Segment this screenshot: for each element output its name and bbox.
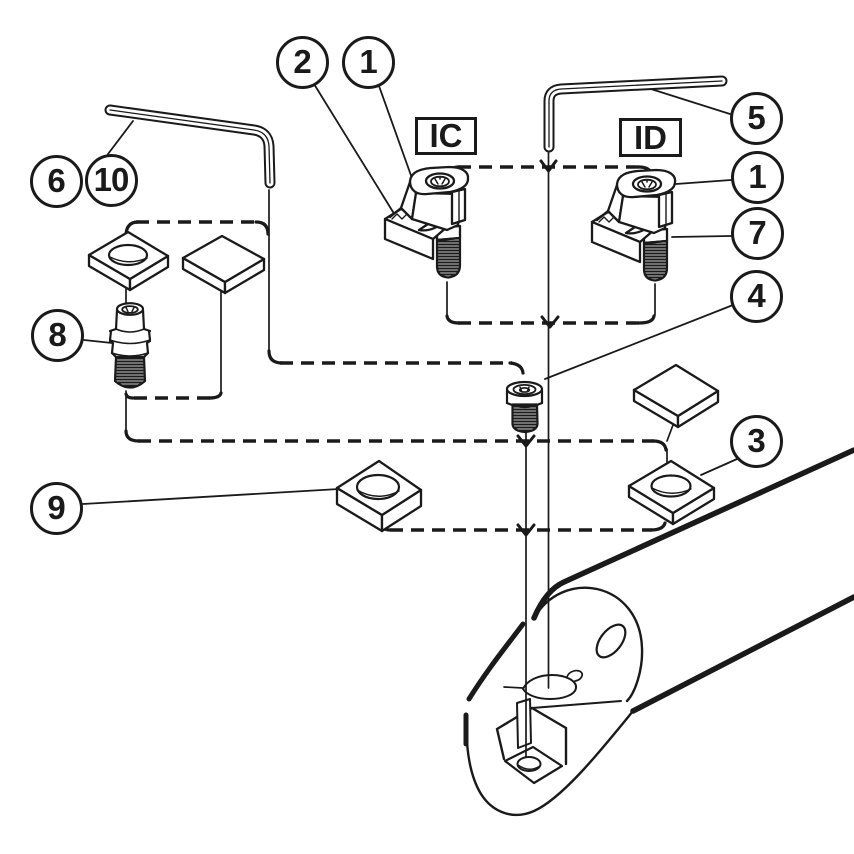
insert-left-with-hole (87, 230, 170, 292)
callout-1-right-label: 1 (748, 158, 766, 195)
callout-5-label: 5 (747, 99, 765, 136)
insert-screw (505, 380, 544, 434)
shim-right (632, 363, 720, 429)
callout-2: 2 (275, 35, 329, 89)
callout-1-top: 1 (341, 35, 395, 89)
callout-8-label: 8 (48, 316, 66, 353)
label-ic: IC (415, 117, 477, 155)
callout-3-label: 3 (747, 422, 765, 459)
callout-9: 9 (29, 481, 83, 535)
callout-3: 3 (729, 414, 783, 468)
clamp-ic (383, 165, 470, 279)
callout-5: 5 (729, 91, 783, 145)
callout-10: 10 (84, 153, 138, 207)
callout-8: 8 (30, 308, 84, 362)
label-id-text: ID (634, 118, 667, 156)
leader-lines (82, 83, 738, 505)
coolant-hole (595, 623, 627, 659)
callout-7: 7 (730, 206, 784, 260)
label-id: ID (619, 118, 682, 157)
label-ic-text: IC (429, 117, 463, 154)
alignment-centerlines (125, 151, 674, 758)
insert-right-with-hole (627, 459, 716, 526)
callout-1-top-label: 1 (359, 43, 377, 80)
callout-4: 4 (729, 269, 783, 323)
callout-7-label: 7 (748, 214, 766, 251)
hex-key-right (543, 75, 728, 153)
callout-2-label: 2 (293, 43, 311, 80)
pocket-post (516, 698, 532, 749)
toolholder-body (463, 447, 854, 817)
callout-6: 6 (29, 154, 83, 208)
clamp-id (590, 168, 677, 282)
pocket-insert (503, 745, 564, 785)
callout-10-label: 10 (93, 161, 130, 198)
clamp-screw-slot (522, 674, 578, 700)
insert-center-with-hole (335, 459, 423, 533)
callout-6-label: 6 (47, 162, 65, 199)
callout-4-label: 4 (747, 277, 765, 314)
cartridge-adapter (108, 302, 152, 389)
shim-left (181, 234, 266, 295)
callout-9-label: 9 (47, 489, 65, 526)
hex-key-left (104, 104, 276, 189)
callout-1-right: 1 (730, 150, 784, 204)
